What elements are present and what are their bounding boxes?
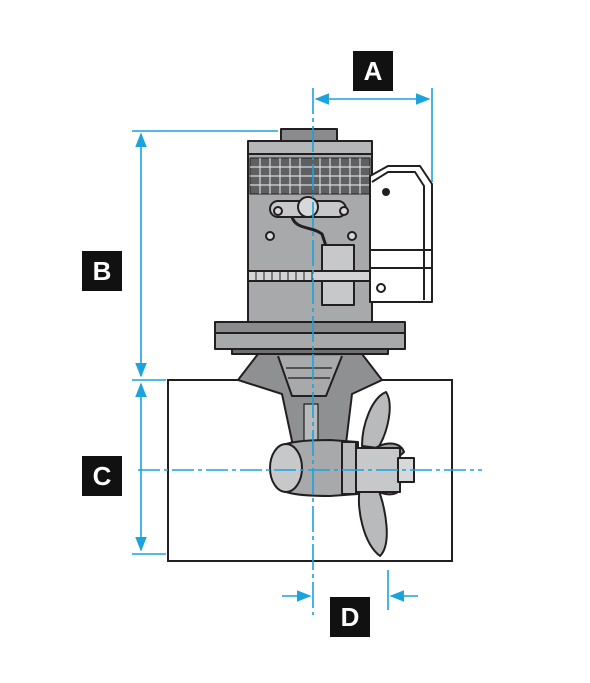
- mounting-flange-top: [214, 321, 406, 334]
- motor-rim: [247, 140, 373, 155]
- label-a: A: [363, 56, 383, 86]
- propeller-blade-upper: [361, 391, 391, 449]
- thruster-illustration: [214, 128, 433, 557]
- label-b-box: B: [82, 251, 122, 291]
- pod-collar: [341, 441, 357, 495]
- control-box: [369, 165, 433, 303]
- terminal-nut: [297, 196, 319, 218]
- clamp-band: [247, 270, 373, 282]
- dimension-lines: [132, 88, 482, 615]
- label-c: C: [92, 461, 112, 491]
- label-d-box: D: [330, 597, 370, 637]
- label-c-box: C: [82, 456, 122, 496]
- label-b: B: [92, 256, 112, 286]
- pod-nose: [269, 443, 303, 493]
- control-box-screw: [376, 283, 386, 293]
- motor-cable: [290, 216, 328, 247]
- label-d: D: [340, 602, 360, 632]
- label-a-box: A: [353, 51, 393, 91]
- propeller-blade-lower: [358, 485, 388, 557]
- mounting-flange: [214, 332, 406, 350]
